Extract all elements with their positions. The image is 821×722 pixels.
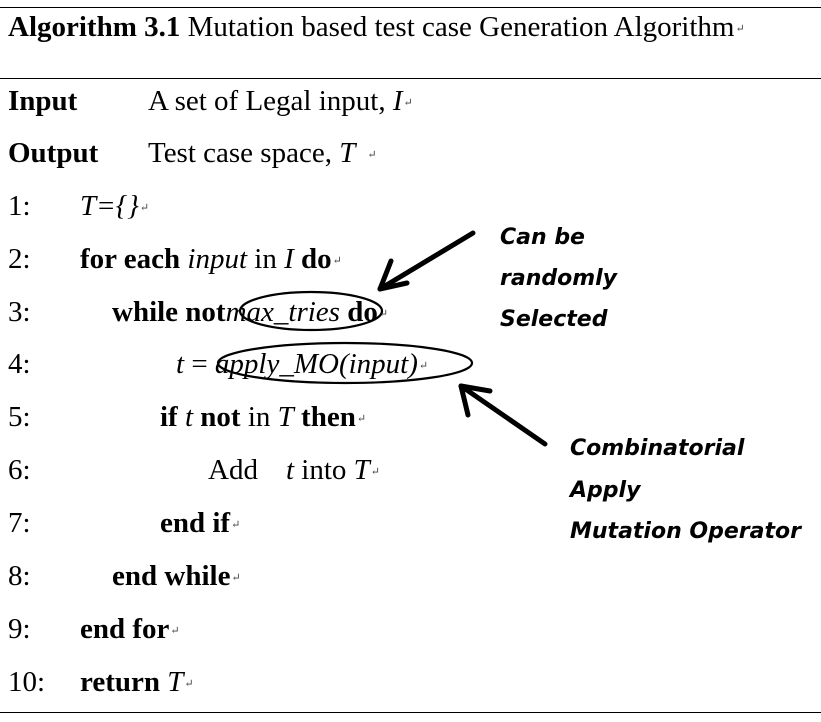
var-T: T: [277, 401, 294, 433]
text-in: in: [240, 401, 278, 433]
annotation-line-2: randomly: [500, 266, 618, 291]
line-9-code: end for↵: [80, 615, 180, 644]
paragraph-mark: ↵: [332, 254, 342, 267]
var-T: T: [160, 666, 184, 698]
line-3-code: while notmax_tries do↵: [112, 298, 388, 327]
kw-for-each: for each: [80, 243, 181, 275]
output-text: Test case space,: [148, 137, 340, 169]
line-number-7: 7:: [8, 507, 31, 539]
output-description: Test case space, T ↵: [148, 139, 377, 168]
var-max-tries: max_tries: [225, 296, 340, 328]
line-8-code: end while↵: [112, 562, 241, 591]
paragraph-mark: ↵: [367, 148, 377, 161]
algorithm-header: Algorithm 3.1 Mutation based test case G…: [8, 13, 745, 42]
output-label: Output: [8, 139, 98, 168]
paragraph-mark: ↵: [231, 571, 241, 584]
line-1-text: T={}: [80, 190, 139, 222]
paragraph-mark: ↵: [370, 465, 380, 478]
call-apply-mo: apply_MO(input): [214, 348, 418, 380]
algorithm-label: Algorithm 3.1: [8, 11, 181, 43]
paragraph-mark: ↵: [378, 307, 389, 320]
line-2-code: for each input in I do↵: [80, 245, 342, 274]
text-in: in: [247, 243, 285, 275]
kw-do: do: [293, 243, 332, 275]
kw-end-if: end if: [160, 507, 231, 539]
paragraph-mark: ↵: [231, 518, 241, 531]
kw-end-while: end while: [112, 560, 231, 592]
annotation-line-5: Apply: [570, 478, 641, 503]
annotation-line-6: Mutation Operator: [570, 519, 801, 544]
line-number-8: 8:: [8, 560, 31, 592]
var-input: input: [187, 243, 248, 275]
paragraph-mark: ↵: [418, 359, 429, 372]
annotation-line-4: Combinatorial: [570, 436, 745, 461]
line-number-9: 9:: [8, 613, 31, 645]
annotation-line-1: Can be: [500, 225, 585, 250]
input-label-text: Input: [8, 85, 78, 117]
line-5-code: if t not in T then↵: [160, 403, 366, 432]
kw-end-for: end for: [80, 613, 170, 645]
output-var: T: [339, 137, 356, 169]
line-number-5: 5:: [8, 401, 31, 433]
paragraph-mark: ↵: [139, 201, 150, 214]
paragraph-mark: ↵: [735, 22, 745, 35]
line-number-1: 1:: [8, 190, 31, 222]
kw-if: if: [160, 401, 178, 433]
input-label: Input: [8, 87, 77, 116]
var-t: t: [285, 454, 295, 486]
line-7-code: end if↵: [160, 509, 240, 538]
paragraph-mark: ↵: [170, 624, 180, 637]
bottom-rule: [0, 712, 821, 713]
max-tries-ellipse: [238, 290, 384, 332]
arrow-to-max-tries: [377, 230, 476, 292]
var-t: t: [176, 348, 185, 380]
kw-not: not: [200, 401, 241, 433]
line-10-code: return T↵: [80, 668, 194, 697]
apply-mo-ellipse: [216, 341, 474, 385]
kw-then: then: [293, 401, 356, 433]
line-number-2: 2:: [8, 243, 31, 275]
text-add: Add: [208, 454, 258, 486]
kw-while-not: while not: [112, 296, 226, 328]
paragraph-mark: ↵: [403, 96, 413, 109]
output-label-text: Output: [8, 137, 99, 169]
line-number-3: 3:: [8, 296, 31, 328]
header-rule: [0, 78, 821, 79]
line-1-code: T={}↵: [80, 192, 149, 221]
var-I: I: [284, 243, 294, 275]
text-into: into: [294, 454, 354, 486]
var-T: T: [353, 454, 370, 486]
line-number-6: 6:: [8, 454, 31, 486]
kw-return: return: [80, 666, 161, 698]
paragraph-mark: ↵: [184, 677, 194, 690]
line-number-10: 10:: [8, 666, 46, 698]
line-number-4: 4:: [8, 348, 31, 380]
annotation-line-3: Selected: [500, 307, 608, 332]
input-description: A set of Legal input, I↵: [148, 87, 413, 116]
arrow-to-apply-mo: [458, 383, 548, 447]
input-var: I: [392, 85, 403, 117]
paragraph-mark: ↵: [356, 412, 367, 425]
input-text: A set of Legal input,: [148, 85, 393, 117]
top-rule: [0, 7, 821, 8]
algorithm-title: Mutation based test case Generation Algo…: [187, 11, 735, 43]
line-4-code: t = apply_MO(input)↵: [176, 350, 428, 379]
equals-sign: =: [184, 348, 215, 380]
var-t: t: [177, 401, 201, 433]
